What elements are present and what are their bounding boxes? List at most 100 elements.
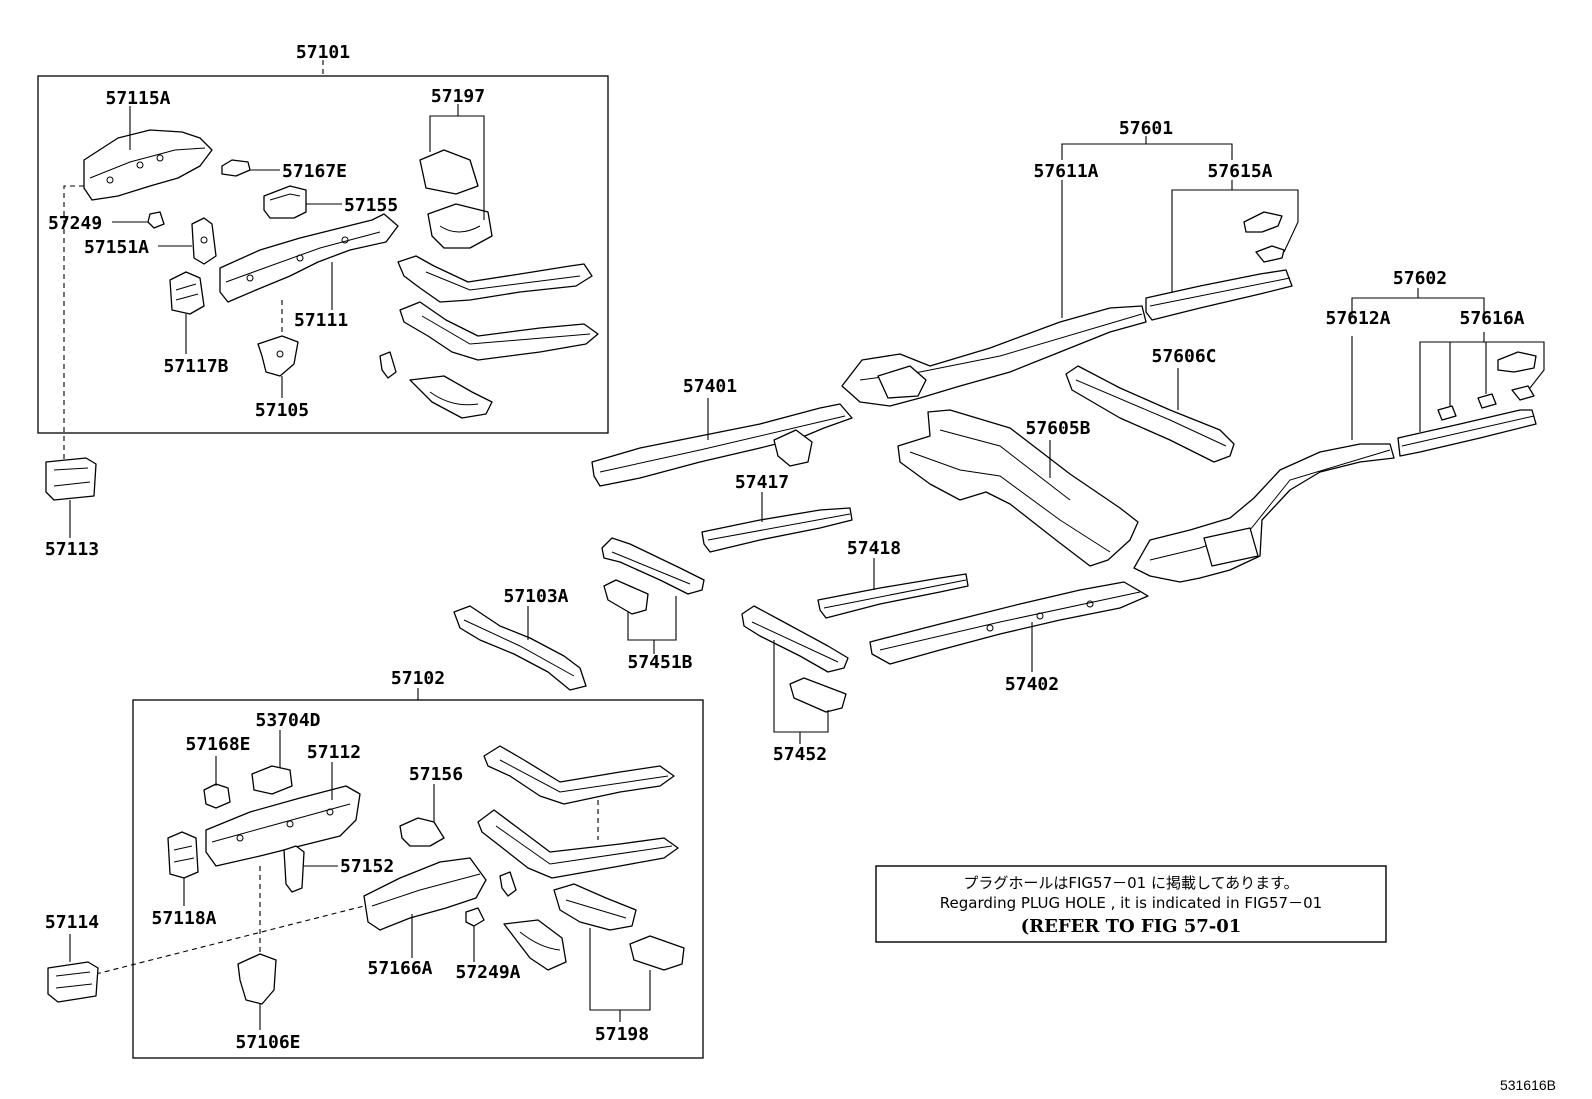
note-reference-link[interactable]: (REFER TO FIG 57-01 bbox=[1021, 916, 1242, 937]
label-57452: 57452 bbox=[773, 744, 827, 765]
part-57112[interactable] bbox=[205, 785, 361, 867]
label-57168E: 57168E bbox=[185, 734, 250, 755]
label-57101: 57101 bbox=[296, 42, 350, 63]
figure-id: 531616B bbox=[1500, 1077, 1556, 1093]
part-reinforcement-upper[interactable] bbox=[409, 375, 493, 419]
part-57166A[interactable] bbox=[363, 857, 487, 931]
part-57417[interactable] bbox=[701, 507, 853, 553]
part-57401[interactable] bbox=[591, 403, 853, 487]
leader-57601 bbox=[1061, 136, 1233, 160]
label-57105: 57105 bbox=[255, 400, 309, 421]
label-53704D: 53704D bbox=[255, 710, 320, 731]
part-57249A[interactable] bbox=[465, 907, 485, 927]
part-57198-lower[interactable] bbox=[629, 935, 685, 971]
part-57451B-upper[interactable] bbox=[601, 537, 705, 595]
part-57612A[interactable] bbox=[1133, 443, 1395, 583]
part-57156[interactable] bbox=[399, 817, 445, 847]
label-57111: 57111 bbox=[294, 310, 348, 331]
part-57402[interactable] bbox=[869, 581, 1149, 665]
label-57114: 57114 bbox=[45, 912, 99, 933]
leader-57452 bbox=[773, 640, 829, 744]
label-57611A: 57611A bbox=[1033, 161, 1098, 182]
note-box bbox=[875, 865, 1387, 943]
part-57615A-bracket-2[interactable] bbox=[1255, 245, 1285, 263]
label-57605B: 57605B bbox=[1025, 418, 1090, 439]
part-57106E[interactable] bbox=[237, 953, 277, 1005]
part-57249[interactable] bbox=[147, 211, 165, 229]
part-57167E[interactable] bbox=[221, 159, 251, 177]
part-57115A[interactable] bbox=[83, 129, 213, 201]
part-small-bracket-upper[interactable] bbox=[379, 351, 397, 379]
label-57156: 57156 bbox=[409, 764, 463, 785]
part-57418[interactable] bbox=[817, 573, 969, 619]
label-57166A: 57166A bbox=[367, 958, 432, 979]
part-57152[interactable] bbox=[283, 845, 305, 893]
part-57616A-bracket-2[interactable] bbox=[1511, 385, 1535, 401]
part-57606C[interactable] bbox=[1065, 365, 1235, 463]
part-57111[interactable] bbox=[219, 213, 399, 303]
leader-57615A bbox=[1171, 180, 1299, 292]
label-57249: 57249 bbox=[48, 213, 102, 234]
label-57606C: 57606C bbox=[1151, 346, 1216, 367]
part-57611A[interactable] bbox=[841, 305, 1147, 407]
leader-57197 bbox=[429, 104, 485, 220]
part-57615A-bracket-1[interactable] bbox=[1243, 211, 1283, 233]
label-57118A: 57118A bbox=[151, 908, 216, 929]
label-57112: 57112 bbox=[307, 742, 361, 763]
part-57113[interactable] bbox=[45, 457, 97, 501]
note-english-text: Regarding PLUG HOLE , it is indicated in… bbox=[940, 894, 1322, 912]
part-57168E[interactable] bbox=[203, 783, 231, 809]
part-rail-upper-inner[interactable] bbox=[397, 255, 593, 303]
label-57103A: 57103A bbox=[503, 586, 568, 607]
part-57616A-rail[interactable] bbox=[1397, 409, 1537, 457]
part-57452-lower[interactable] bbox=[789, 677, 847, 713]
label-57418: 57418 bbox=[847, 538, 901, 559]
part-57117B[interactable] bbox=[169, 271, 205, 315]
part-57616A-clip-2[interactable] bbox=[1477, 393, 1497, 409]
part-57155[interactable] bbox=[263, 185, 307, 219]
part-57197[interactable] bbox=[419, 149, 493, 249]
leader-57198 bbox=[589, 928, 651, 1022]
label-57451B: 57451B bbox=[627, 652, 692, 673]
label-57117B: 57117B bbox=[163, 356, 228, 377]
leader-57616A bbox=[1419, 332, 1545, 432]
plug-hole-note: プラグホールはFIG57－01 に掲載してあります。 Regarding PLU… bbox=[875, 865, 1387, 943]
part-rail-lower-inner[interactable] bbox=[483, 745, 675, 805]
part-57114[interactable] bbox=[47, 961, 99, 1003]
label-57417: 57417 bbox=[735, 472, 789, 493]
part-57616A-clip-1[interactable] bbox=[1437, 405, 1457, 421]
label-57102: 57102 bbox=[391, 668, 445, 689]
label-57197: 57197 bbox=[431, 86, 485, 107]
label-57113: 57113 bbox=[45, 539, 99, 560]
part-57198-upper[interactable] bbox=[553, 883, 637, 931]
part-small-bracket-lower[interactable] bbox=[499, 871, 517, 897]
label-57151A: 57151A bbox=[84, 237, 149, 258]
part-57452-upper[interactable] bbox=[741, 605, 849, 673]
leader-dash-57114 bbox=[95, 905, 365, 975]
part-57605B[interactable] bbox=[897, 409, 1139, 567]
label-57167E: 57167E bbox=[282, 161, 347, 182]
label-57115A: 57115A bbox=[105, 88, 170, 109]
label-57152: 57152 bbox=[340, 856, 394, 877]
part-57103A[interactable] bbox=[453, 605, 587, 691]
part-57151A[interactable] bbox=[191, 217, 217, 265]
part-rail-lower-outer[interactable] bbox=[477, 809, 679, 879]
label-57155: 57155 bbox=[344, 195, 398, 216]
leader-57602 bbox=[1351, 288, 1485, 316]
part-reinforcement-lower[interactable] bbox=[503, 919, 567, 971]
label-57402: 57402 bbox=[1005, 674, 1059, 695]
label-57249A: 57249A bbox=[455, 962, 520, 983]
part-57451B-lower[interactable] bbox=[603, 579, 649, 615]
part-57105[interactable] bbox=[257, 335, 299, 377]
part-57615A-rail[interactable] bbox=[1145, 269, 1293, 321]
label-57401: 57401 bbox=[683, 376, 737, 397]
part-53704D[interactable] bbox=[251, 765, 293, 795]
part-57616A-bracket-1[interactable] bbox=[1497, 351, 1537, 373]
leader-dash-57113 bbox=[63, 185, 84, 462]
label-57612A: 57612A bbox=[1325, 308, 1390, 329]
part-57118A[interactable] bbox=[167, 831, 199, 879]
part-rail-upper-outer[interactable] bbox=[399, 301, 599, 361]
label-57602: 57602 bbox=[1393, 268, 1447, 289]
